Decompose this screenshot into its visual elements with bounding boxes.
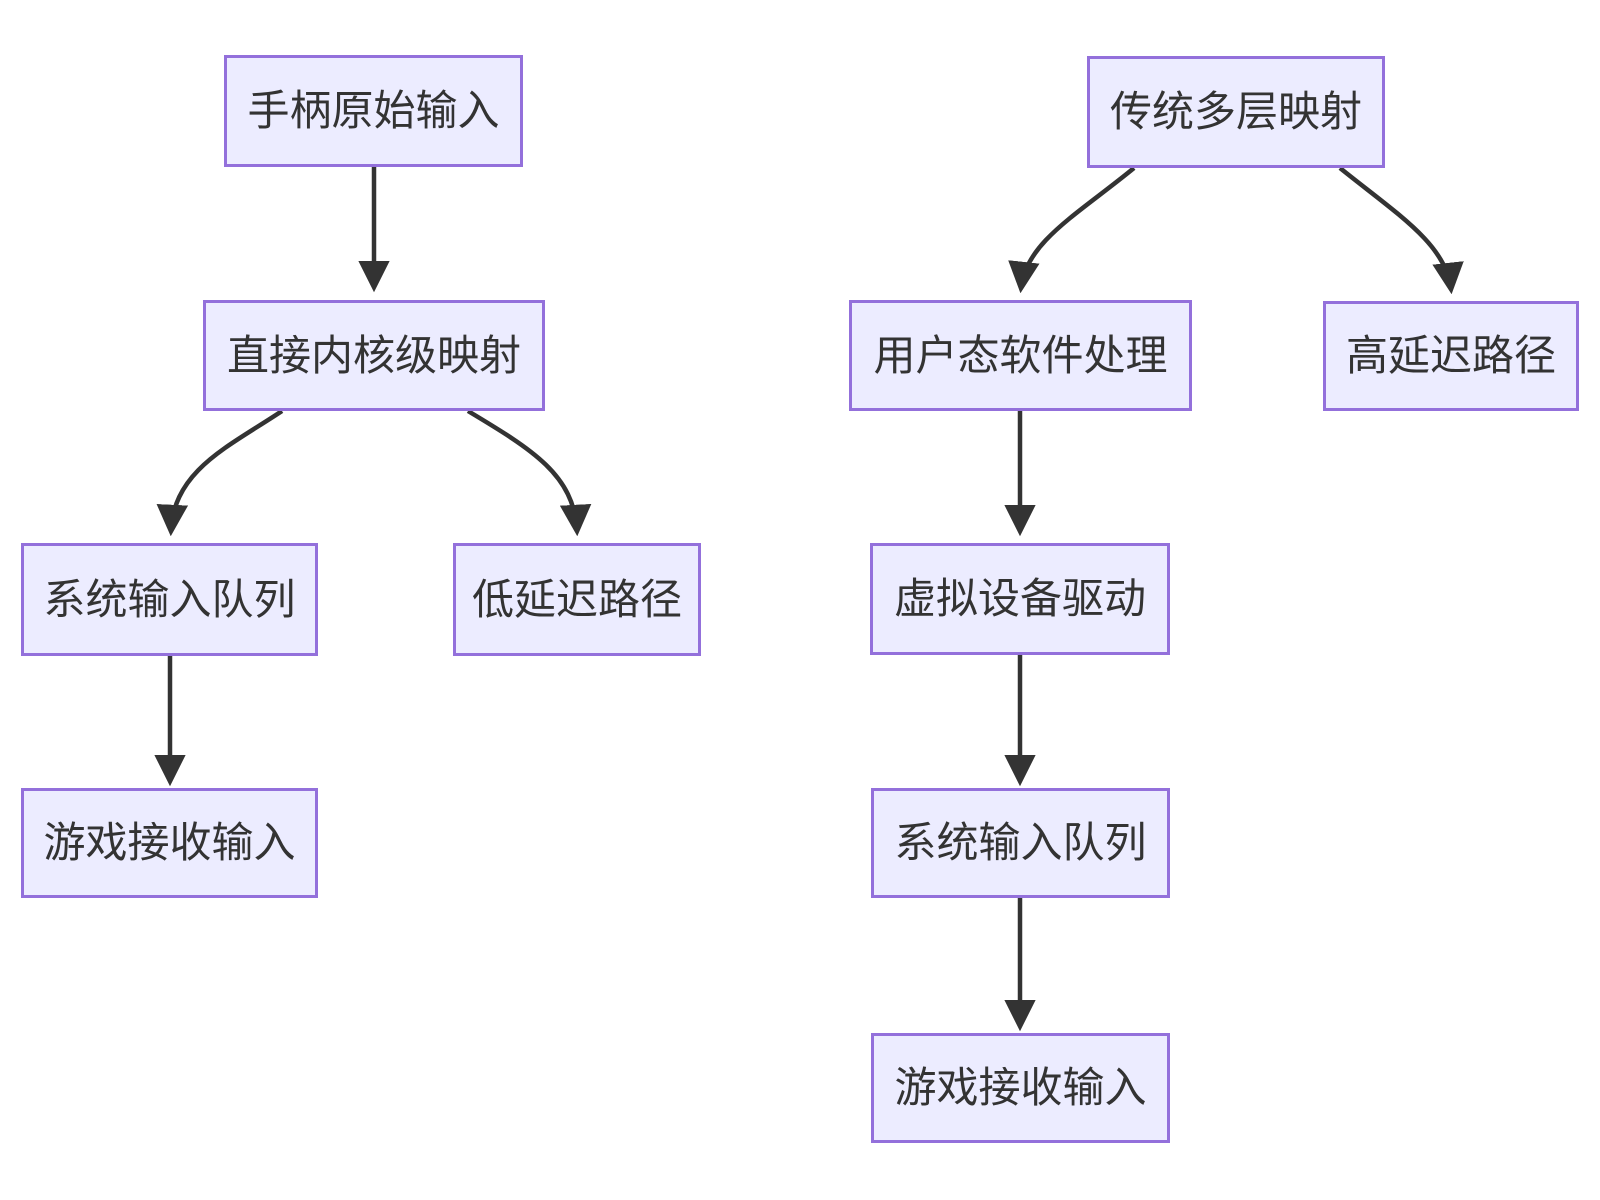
node-low-latency-path: 低延迟路径 xyxy=(453,543,701,656)
edge-traditional-to-usermode xyxy=(1008,166,1136,294)
node-game-receives-input-right: 游戏接收输入 xyxy=(871,1033,1170,1143)
node-usermode-software-processing: 用户态软件处理 xyxy=(849,300,1192,411)
node-high-latency-path: 高延迟路径 xyxy=(1323,301,1579,411)
node-game-receives-input-left: 游戏接收输入 xyxy=(21,788,318,898)
node-controller-raw-input: 手柄原始输入 xyxy=(224,55,523,167)
edge-kernel-mapping-to-low-latency xyxy=(466,409,592,537)
node-system-input-queue-right: 系统输入队列 xyxy=(871,788,1170,898)
node-traditional-multilayer-mapping: 传统多层映射 xyxy=(1087,56,1385,168)
node-virtual-device-driver: 虚拟设备驱动 xyxy=(870,543,1170,655)
node-direct-kernel-mapping: 直接内核级映射 xyxy=(203,300,545,411)
edge-kernel-mapping-to-system-queue xyxy=(156,409,284,537)
node-system-input-queue-left: 系统输入队列 xyxy=(21,543,318,656)
edge-traditional-to-high-latency xyxy=(1338,166,1464,295)
